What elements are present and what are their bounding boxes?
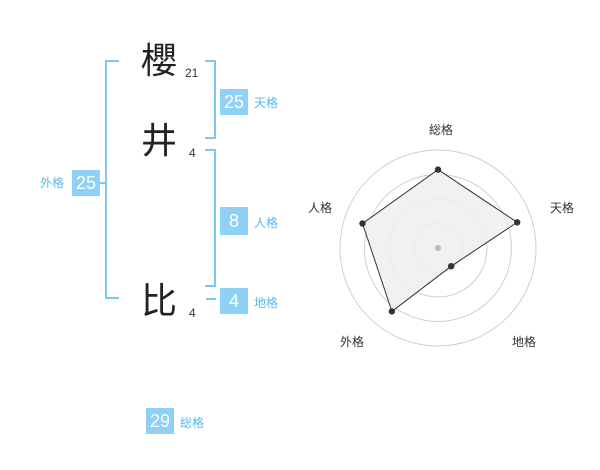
- jinkaku-value: 8: [220, 207, 248, 235]
- gaikaku-label: 外格: [40, 176, 65, 190]
- radar-label-soukaku: 総格: [429, 123, 454, 137]
- chikaku-value: 4: [220, 288, 248, 314]
- name-char-2: 井: [141, 121, 178, 162]
- chikaku-tick: [206, 298, 216, 300]
- radar-data-polygon: [361, 168, 519, 313]
- soukaku-value: 29: [146, 408, 174, 434]
- radar-point-2: [448, 263, 455, 270]
- radar-label-tenkaku: 天格: [550, 201, 575, 215]
- tenkaku-value: 25: [220, 89, 248, 115]
- jinkaku-label: 人格: [254, 216, 279, 230]
- radar-ring-4: [339, 149, 537, 347]
- soukaku-label: 総格: [180, 416, 205, 430]
- radar-points: [359, 166, 521, 315]
- tenkaku-label: 天格: [254, 96, 279, 110]
- stroke-count-2: 4: [189, 146, 196, 160]
- gaikaku-value: 25: [72, 170, 100, 196]
- name-char-3: 比: [141, 281, 178, 322]
- stroke-count-3: 4: [189, 306, 196, 320]
- radar-point-0: [434, 166, 442, 173]
- radar-point-1: [514, 219, 521, 226]
- radar-point-3: [388, 308, 396, 315]
- radar-label-jinkaku: 人格: [308, 201, 333, 215]
- radar-center-point: [435, 245, 441, 251]
- name-char-1: 櫻: [141, 41, 178, 82]
- radar-point-4: [359, 220, 366, 227]
- radar-label-chikaku: 地格: [512, 335, 537, 349]
- stroke-count-1: 21: [185, 66, 199, 80]
- radar-label-gaikaku: 外格: [340, 335, 365, 349]
- chikaku-label: 地格: [254, 296, 279, 310]
